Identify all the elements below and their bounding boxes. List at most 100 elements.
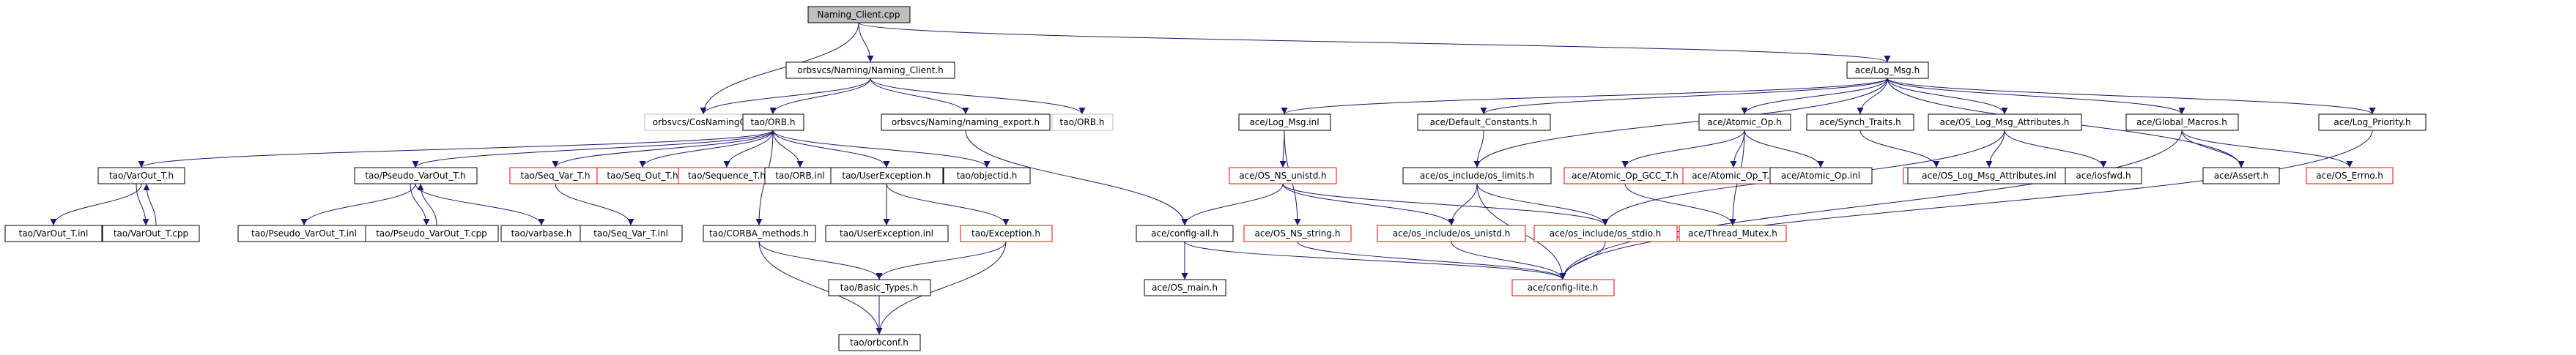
edge-n15-to-n35 bbox=[300, 183, 416, 226]
node-ace-default-constants-h-n8[interactable]: ace/Default_Constants.h bbox=[1417, 113, 1551, 131]
edge-n4-to-n20 bbox=[772, 130, 890, 168]
edge-n22-to-n46 bbox=[758, 241, 883, 280]
node-tao-objectid-h-n21[interactable]: tao/objectid.h bbox=[943, 167, 1031, 184]
edge-n23-to-n41 bbox=[1181, 183, 1284, 226]
node-tao-userexception-inl-n39[interactable]: tao/UserException.inl bbox=[825, 225, 949, 242]
nodes-layer: Naming_Client.cpporbsvcs/CosNamingC.horb… bbox=[4, 6, 2427, 351]
node-orbsvcs-naming-naming-export-h-n5[interactable]: orbsvcs/Naming/naming_export.h bbox=[881, 113, 1051, 131]
node-label: ace/Log_Msg.h bbox=[1855, 65, 1920, 75]
node-tao-exception-h-n40[interactable]: tao/Exception.h bbox=[960, 225, 1053, 242]
node-ace-log-msg-h-n3[interactable]: ace/Log_Msg.h bbox=[1846, 61, 1929, 79]
node-label: orbsvcs/Naming/Naming_Client.h bbox=[797, 65, 944, 75]
node-ace-global-macros-h-n12[interactable]: ace/Global_Macros.h bbox=[2125, 113, 2239, 131]
edge-n3-to-n24 bbox=[1473, 78, 1888, 168]
node-label: ace/OS_NS_unistd.h bbox=[1239, 171, 1327, 181]
node-tao-orbconf-h-n49[interactable]: tao/orbconf.h bbox=[838, 334, 921, 351]
node-label: tao/UserException.inl bbox=[840, 228, 933, 239]
node-tao-seq-var-t-inl-n38[interactable]: tao/Seq_Var_T.inl bbox=[580, 225, 683, 242]
node-ace-os-include-os-limits-h-n24[interactable]: ace/os_include/os_limits.h bbox=[1402, 167, 1552, 184]
node-label: ace/Global_Macros.h bbox=[2136, 117, 2227, 127]
node-ace-thread-mutex-h-n45[interactable]: ace/Thread_Mutex.h bbox=[1679, 225, 1787, 242]
edge-n11-to-n29 bbox=[1985, 130, 2005, 168]
node-ace-os-include-os-unistd-h-n43[interactable]: ace/os_include/os_unistd.h bbox=[1377, 225, 1526, 242]
edge-n12-to-n31 bbox=[2181, 130, 2245, 168]
node-tao-seq-out-t-h-n17[interactable]: tao/Seq_Out_T.h bbox=[596, 167, 689, 184]
node-ace-atomic-op-inl-n27[interactable]: ace/Atomic_Op.inl bbox=[1769, 167, 1873, 184]
edge-n23-to-n43 bbox=[1282, 183, 1455, 226]
node-label: tao/VarOut_T.inl bbox=[19, 228, 89, 239]
node-label: ace/Log_Msg.inl bbox=[1249, 117, 1319, 127]
edge-n20-to-n40 bbox=[886, 183, 1010, 226]
node-label: tao/ORB.h bbox=[1060, 117, 1105, 127]
node-ace-atomic-op-t-h-n26[interactable]: ace/Atomic_Op_T.h bbox=[1682, 167, 1785, 184]
node-ace-os-ns-string-h-n42[interactable]: ace/OS_NS_string.h bbox=[1243, 225, 1352, 242]
edge-n3-to-n8 bbox=[1480, 78, 1888, 115]
node-ace-log-msg-inl-n7[interactable]: ace/Log_Msg.inl bbox=[1238, 113, 1331, 131]
node-ace-os-main-h-n47[interactable]: ace/OS_main.h bbox=[1144, 279, 1226, 296]
node-box bbox=[1229, 167, 1337, 184]
edge-n41-to-n48 bbox=[1184, 241, 1566, 280]
node-tao-pseudo-varout-t-cpp-n36[interactable]: tao/Pseudo_VarOut_T.cpp bbox=[365, 225, 499, 242]
node-tao-userexception-h-n20[interactable]: tao/UserException.h bbox=[830, 167, 944, 184]
node-box bbox=[2318, 113, 2427, 131]
node-ace-atomic-op-gcc-t-h-n25[interactable]: ace/Atomic_Op_GCC_T.h bbox=[1563, 167, 1687, 184]
node-label: tao/CORBA_methods.h bbox=[709, 228, 809, 239]
node-orbsvcs-naming-naming-client-h-n2[interactable]: orbsvcs/Naming/Naming_Client.h bbox=[785, 61, 955, 79]
edge-n3-to-n11 bbox=[1887, 78, 2008, 115]
node-tao-corba-methods-h-n22[interactable]: tao/CORBA_methods.h bbox=[703, 225, 816, 242]
node-tao-sequence-t-h-n18[interactable]: tao/Sequence_T.h bbox=[678, 167, 776, 184]
node-label: ace/os_include/os_unistd.h bbox=[1393, 228, 1511, 239]
edge-n13-to-n48 bbox=[1559, 130, 2373, 280]
node-label: tao/orbconf.h bbox=[850, 337, 908, 348]
edge-n4-to-n19 bbox=[772, 130, 804, 168]
node-label: ace/os_include/os_stdio.h bbox=[1550, 228, 1662, 239]
node-tao-orb-inl-n19[interactable]: tao/ORB.inl bbox=[764, 167, 837, 184]
node-ace-os-log-msg-attributes-h-n11[interactable]: ace/OS_Log_Msg_Attributes.h bbox=[1928, 113, 2082, 131]
node-ace-synch-traits-h-n10[interactable]: ace/Synch_Traits.h bbox=[1806, 113, 1914, 131]
edge-n43-to-n48 bbox=[1451, 241, 1566, 280]
node-box bbox=[1238, 113, 1331, 131]
node-ace-os-include-os-stdio-h-n44[interactable]: ace/os_include/os_stdio.h bbox=[1533, 225, 1678, 242]
node-ace-log-priority-h-n13[interactable]: ace/Log_Priority.h bbox=[2318, 113, 2427, 131]
node-tao-orb-h-n6[interactable]: tao/ORB.h bbox=[1051, 113, 1114, 131]
edge-n4-to-n15 bbox=[412, 130, 774, 168]
edge-n2-to-n4 bbox=[769, 78, 871, 115]
node-tao-varout-t-h-n14[interactable]: tao/VarOut_T.h bbox=[97, 167, 185, 184]
node-label: tao/Sequence_T.h bbox=[688, 171, 766, 181]
node-label: tao/varbase.h bbox=[511, 228, 572, 239]
node-ace-os-errno-h-n32[interactable]: ace/OS_Errno.h bbox=[2306, 167, 2394, 184]
node-label: tao/UserException.h bbox=[842, 171, 930, 181]
edge-n40-to-n49 bbox=[876, 241, 1007, 335]
node-ace-os-ns-unistd-h-n23[interactable]: ace/OS_NS_unistd.h bbox=[1229, 167, 1337, 184]
node-label: tao/Basic_Types.h bbox=[840, 283, 918, 293]
node-tao-seq-var-t-h-n16[interactable]: tao/Seq_Var_T.h bbox=[509, 167, 602, 184]
node-tao-pseudo-varout-t-inl-n35[interactable]: tao/Pseudo_VarOut_T.inl bbox=[237, 225, 371, 242]
node-label: ace/Atomic_Op_GCC_T.h bbox=[1572, 171, 1679, 181]
node-ace-os-log-msg-attributes-inl-n29[interactable]: ace/OS_Log_Msg_Attributes.inl bbox=[1907, 167, 2072, 184]
node-label: tao/Pseudo_VarOut_T.cpp bbox=[376, 228, 487, 239]
node-tao-basic-types-h-n46[interactable]: tao/Basic_Types.h bbox=[828, 279, 931, 296]
edge-n3-to-n9 bbox=[1741, 78, 1888, 115]
node-ace-atomic-op-h-n9[interactable]: ace/Atomic_Op.h bbox=[1698, 113, 1791, 131]
node-ace-assert-h-n31[interactable]: ace/Assert.h bbox=[2202, 167, 2280, 184]
node-label: ace/iosfwd.h bbox=[2076, 171, 2131, 181]
node-label: tao/VarOut_T.h bbox=[109, 171, 174, 181]
node-label: ace/OS_Log_Msg_Attributes.h bbox=[1940, 117, 2070, 127]
edge-n2-to-n5 bbox=[870, 78, 969, 115]
node-box bbox=[1377, 225, 1526, 242]
node-tao-orb-h-n4[interactable]: tao/ORB.h bbox=[742, 113, 804, 131]
node-label: ace/OS_Log_Msg_Attributes.inl bbox=[1922, 171, 2056, 181]
node-orbsvcs-cosnamingc-h-n1[interactable]: orbsvcs/CosNamingC.h bbox=[644, 113, 763, 131]
edges-layer bbox=[50, 22, 2376, 335]
node-label: tao/Seq_Var_T.inl bbox=[593, 228, 668, 239]
node-ace-iosfwd-h-n30[interactable]: ace/iosfwd.h bbox=[2065, 167, 2142, 184]
node-box bbox=[1511, 279, 1615, 296]
node-tao-varout-t-cpp-n34[interactable]: tao/VarOut_T.cpp bbox=[102, 225, 200, 242]
node-tao-pseudo-varout-t-h-n15[interactable]: tao/Pseudo_VarOut_T.h bbox=[354, 167, 478, 184]
node-tao-varbase-h-n37[interactable]: tao/varbase.h bbox=[500, 225, 583, 242]
node-box bbox=[1769, 167, 1873, 184]
node-ace-config-lite-h-n48[interactable]: ace/config-lite.h bbox=[1511, 279, 1615, 296]
node-ace-config-all-h-n41[interactable]: ace/config-all.h bbox=[1136, 225, 1234, 242]
node-tao-varout-t-inl-n33[interactable]: tao/VarOut_T.inl bbox=[4, 225, 103, 242]
